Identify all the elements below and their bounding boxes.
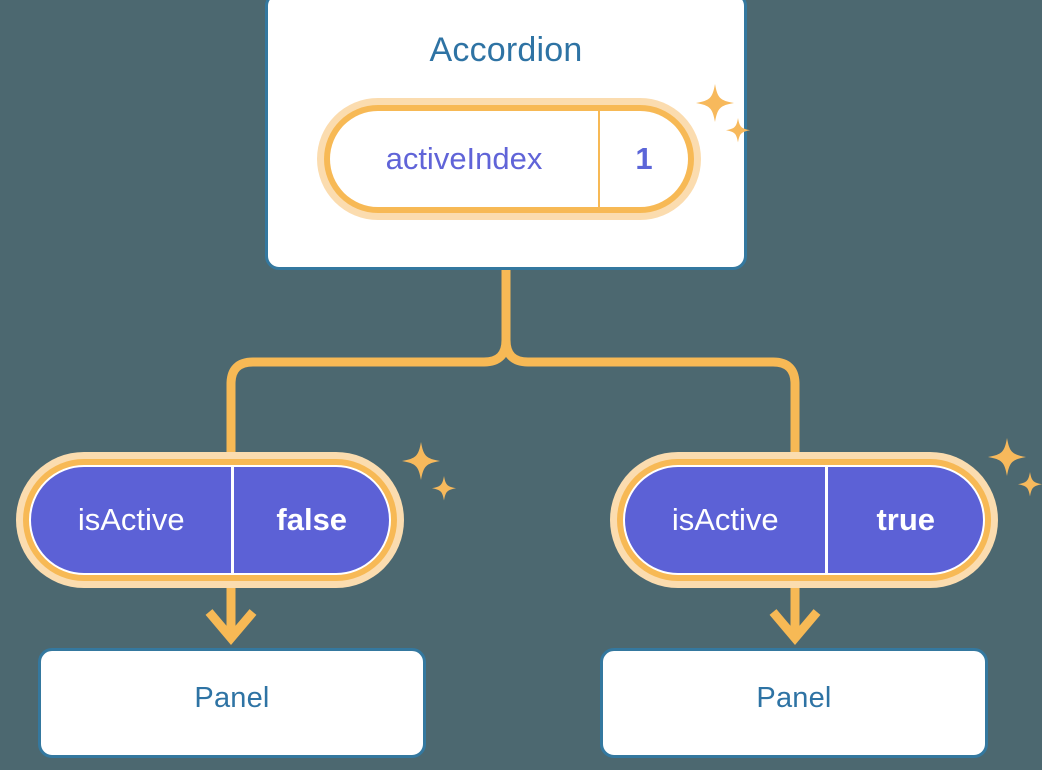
arrow-head-left bbox=[205, 609, 257, 645]
sparkle-icon-group-left bbox=[402, 442, 456, 501]
pill-ring: isActive true bbox=[617, 459, 991, 581]
state-key-label: isActive bbox=[671, 502, 779, 537]
arrow-head-right bbox=[769, 609, 821, 645]
pill-body: isActive false bbox=[29, 465, 391, 575]
sparkle-icon-small bbox=[432, 476, 456, 501]
pill-body: isActive true bbox=[623, 465, 985, 575]
state-key-label: isActive bbox=[77, 502, 185, 537]
panel-card-left[interactable]: Panel bbox=[38, 648, 426, 758]
panel-title: Panel bbox=[756, 682, 832, 714]
sparkle-icon-large bbox=[402, 442, 440, 480]
state-pill-active-index[interactable]: activeIndex 1 bbox=[317, 98, 701, 220]
panel-title: Panel bbox=[194, 682, 270, 714]
connector-fork-path-left bbox=[226, 335, 511, 460]
state-key-label: activeIndex bbox=[385, 141, 543, 176]
pill-ring: isActive false bbox=[23, 459, 397, 581]
sparkle-icon-large bbox=[988, 438, 1026, 476]
panel-card-right[interactable]: Panel bbox=[600, 648, 988, 758]
sparkle-icon-small bbox=[1018, 472, 1042, 497]
connector-fork-path bbox=[501, 265, 800, 460]
accordion-component-card[interactable]: Accordion activeIndex 1 bbox=[265, 0, 747, 270]
state-value-label: 1 bbox=[598, 111, 688, 207]
state-value-label: true bbox=[825, 467, 983, 573]
pill-body: activeIndex 1 bbox=[330, 111, 688, 207]
pill-ring: activeIndex 1 bbox=[324, 105, 694, 213]
page-title: Accordion bbox=[429, 31, 583, 69]
state-pill-is-active-right[interactable]: isActive true bbox=[610, 452, 998, 588]
state-value-label: false bbox=[231, 467, 389, 573]
state-pill-is-active-left[interactable]: isActive false bbox=[16, 452, 404, 588]
